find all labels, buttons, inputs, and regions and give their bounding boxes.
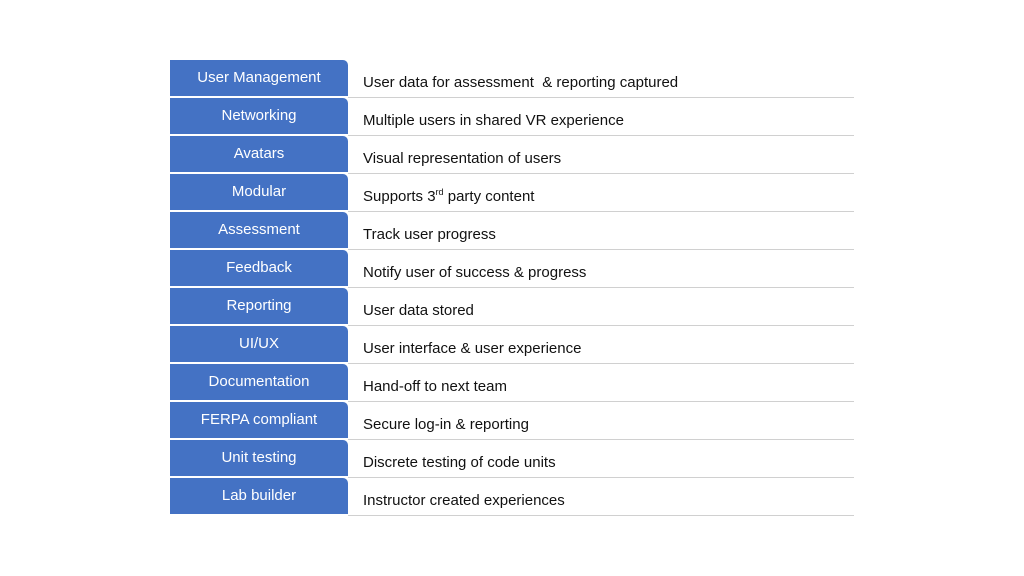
row-divider xyxy=(348,97,854,98)
row-label: Unit testing xyxy=(170,440,348,476)
desc-superscript: rd xyxy=(435,187,444,197)
row-description: Hand-off to next team xyxy=(363,378,507,395)
row-divider xyxy=(348,325,854,326)
row-divider xyxy=(348,287,854,288)
row-label: Reporting xyxy=(170,288,348,324)
table-row: User Management User data for assessment… xyxy=(170,60,854,98)
row-description: User data for assessment & reporting cap… xyxy=(363,74,679,91)
row-label: Avatars xyxy=(170,136,348,172)
row-label: UI/UX xyxy=(170,326,348,362)
table-row: Avatars Visual representation of users xyxy=(170,136,854,174)
row-label: Feedback xyxy=(170,250,348,286)
desc-text: party content xyxy=(443,188,535,205)
row-description: Discrete testing of code units xyxy=(363,454,556,471)
row-description: User data stored xyxy=(363,302,474,319)
row-divider xyxy=(348,211,854,212)
table-row: Feedback Notify user of success & progre… xyxy=(170,250,854,288)
table-row: Networking Multiple users in shared VR e… xyxy=(170,98,854,136)
row-divider xyxy=(348,401,854,402)
table-row: Modular Supports 3rd party content xyxy=(170,174,854,212)
row-divider xyxy=(348,173,854,174)
row-divider xyxy=(348,363,854,364)
row-label: Modular xyxy=(170,174,348,210)
row-description: Visual representation of users xyxy=(363,150,562,167)
row-description: Notify user of success & progress xyxy=(363,264,587,281)
table-row: UI/UX User interface & user experience xyxy=(170,326,854,364)
table-row: Reporting User data stored xyxy=(170,288,854,326)
row-description: Multiple users in shared VR experience xyxy=(363,112,624,129)
row-label: Documentation xyxy=(170,364,348,400)
desc-text: Supports 3 xyxy=(363,188,436,205)
row-label: FERPA compliant xyxy=(170,402,348,438)
row-divider xyxy=(348,249,854,250)
table-row: Lab builder Instructor created experienc… xyxy=(170,478,854,516)
table-row: FERPA compliant Secure log-in & reportin… xyxy=(170,402,854,440)
row-description: Instructor created experiences xyxy=(363,492,565,509)
row-label: Lab builder xyxy=(170,478,348,514)
row-divider xyxy=(348,477,854,478)
table-row: Assessment Track user progress xyxy=(170,212,854,250)
table-row: Documentation Hand-off to next team xyxy=(170,364,854,402)
row-divider xyxy=(348,439,854,440)
row-description: Track user progress xyxy=(363,226,496,243)
table-row: Unit testing Discrete testing of code un… xyxy=(170,440,854,478)
row-divider xyxy=(348,515,854,516)
row-label: User Management xyxy=(170,60,348,96)
row-divider xyxy=(348,135,854,136)
row-label: Assessment xyxy=(170,212,348,248)
row-description: User interface & user experience xyxy=(363,340,582,357)
row-label: Networking xyxy=(170,98,348,134)
row-description: Secure log-in & reporting xyxy=(363,416,529,433)
row-description: Supports 3rd party content xyxy=(363,187,534,207)
feature-table: User Management User data for assessment… xyxy=(170,60,854,516)
